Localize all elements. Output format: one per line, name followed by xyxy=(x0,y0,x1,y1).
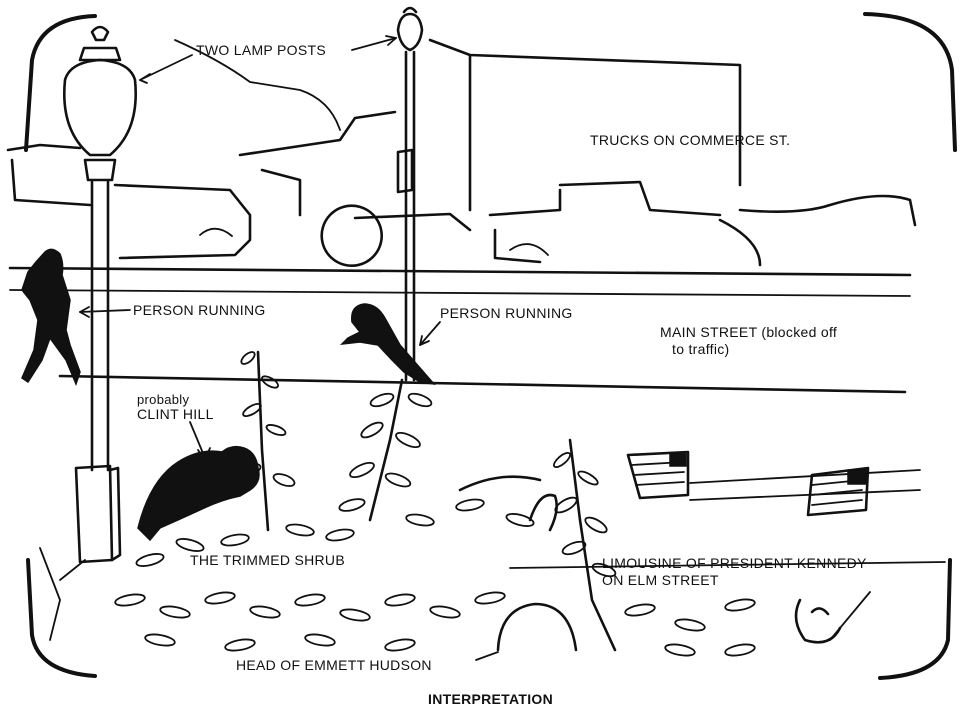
label-main-street-line1: MAIN STREET (blocked off xyxy=(660,324,838,340)
label-person-running-left: PERSON RUNNING xyxy=(133,302,266,318)
clint-hill-figure xyxy=(137,421,260,542)
flag-left xyxy=(626,450,690,500)
emmett-hudson-head xyxy=(475,602,578,661)
figure-caption: INTERPRETATION xyxy=(428,691,554,707)
label-emmett-hudson: HEAD OF EMMETT HUDSON xyxy=(236,657,432,673)
label-trimmed-shrub: THE TRIMMED SHRUB xyxy=(190,552,345,568)
label-probably: probably xyxy=(137,392,190,407)
person-running-left-figure xyxy=(21,248,81,387)
flag-right xyxy=(806,466,870,517)
label-main-street-line2: to traffic) xyxy=(672,341,730,357)
lamp-post-left xyxy=(63,25,137,564)
label-limousine-line2: ON ELM STREET xyxy=(602,572,719,588)
shrub-drawing xyxy=(39,350,756,657)
label-person-running-center: PERSON RUNNING xyxy=(440,305,573,321)
trucks-drawing xyxy=(6,38,917,267)
label-trucks: TRUCKS ON COMMERCE ST. xyxy=(590,132,791,148)
leader-arrows xyxy=(79,35,441,346)
viewfinder-frame xyxy=(24,12,957,680)
label-two-lamp-posts: TWO LAMP POSTS xyxy=(196,42,326,58)
label-limousine-line1: LIMOUSINE OF PRESIDENT KENNEDY xyxy=(602,555,867,571)
label-clint-hill: CLINT HILL xyxy=(137,406,214,422)
limousine-drawing xyxy=(458,475,871,644)
lamp-post-center xyxy=(396,6,424,382)
street-lines xyxy=(8,266,946,569)
person-running-center-figure xyxy=(339,303,436,386)
